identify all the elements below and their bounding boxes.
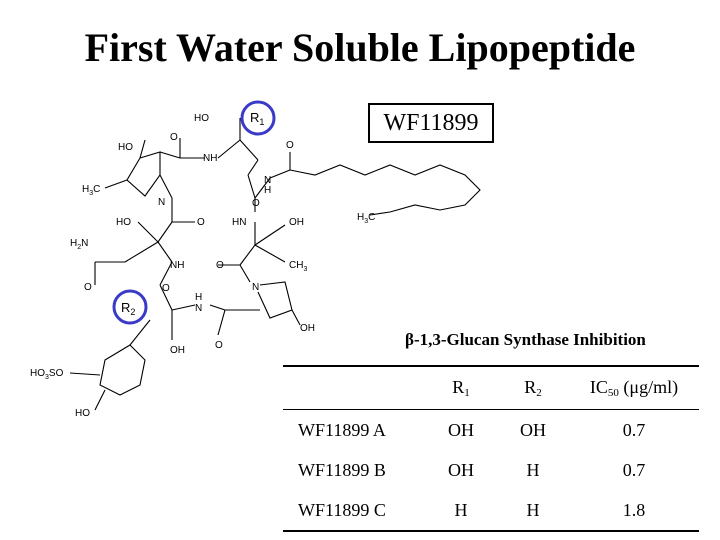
- atom-label: N: [158, 197, 165, 208]
- atom-label: HO: [194, 113, 209, 124]
- atom-label: H3C: [82, 184, 100, 197]
- atom-label: NH: [170, 260, 184, 271]
- atom-label: HO: [116, 217, 131, 228]
- ic50-value: 0.7: [622, 459, 646, 480]
- r2-value: H: [526, 459, 540, 480]
- atom-label: O: [197, 217, 205, 228]
- atom-label: N: [264, 175, 271, 186]
- atom-label: O: [286, 140, 294, 151]
- atom-label: HO: [75, 408, 90, 419]
- compound-name: WF11899 C: [298, 499, 386, 520]
- r1-value: H: [454, 499, 468, 520]
- table-row: WF11899 B OH H 0.7: [283, 450, 699, 490]
- r1-value: OH: [448, 459, 474, 480]
- r2-label: R2: [121, 300, 135, 317]
- table-row: WF11899 C H H 1.8: [283, 490, 699, 531]
- bond-lines: [69, 118, 481, 411]
- atom-label: O: [215, 340, 223, 351]
- inhibition-table: R1 R2 IC50 (μg/ml) WF11899 A OH OH 0.7 W…: [283, 365, 699, 532]
- atom-label: HN: [232, 217, 246, 228]
- r1-highlight: [240, 100, 276, 136]
- atom-label: O: [252, 198, 260, 209]
- header-r2: R2: [524, 377, 542, 399]
- header-r1: R1: [452, 377, 470, 399]
- atom-label: NH: [203, 153, 217, 164]
- atom-label: O: [162, 283, 170, 294]
- atom-label: H: [195, 292, 202, 303]
- compound-name: WF11899 B: [298, 459, 386, 480]
- atom-label: OH: [300, 323, 315, 334]
- table-header-row: R1 R2 IC50 (μg/ml): [283, 366, 699, 410]
- atom-label: HO: [118, 142, 133, 153]
- atom-label: CH3: [289, 260, 307, 273]
- atom-label: H2N: [70, 238, 88, 251]
- header-compound: [283, 366, 425, 410]
- compound-name: WF11899 A: [298, 419, 386, 440]
- atom-label: OH: [170, 345, 185, 356]
- r2-highlight: [112, 289, 148, 325]
- atom-label: OH: [289, 217, 304, 228]
- atom-label: N: [195, 303, 202, 314]
- atom-label: H: [264, 185, 271, 196]
- atom-label: N: [252, 282, 259, 293]
- atom-label: O: [216, 260, 224, 271]
- table-row: WF11899 A OH OH 0.7: [283, 410, 699, 451]
- atom-label: HO3SO: [30, 368, 64, 381]
- r2-value: H: [526, 499, 540, 520]
- compound-code-box: WF11899: [368, 103, 494, 143]
- atom-label: O: [170, 132, 178, 143]
- r1-label: R1: [250, 110, 264, 127]
- header-ic50: IC50 (μg/ml): [589, 377, 679, 399]
- ic50-value: 0.7: [622, 419, 646, 440]
- r1-value: OH: [448, 419, 474, 440]
- table-title: β-1,3-Glucan Synthase Inhibition: [405, 330, 646, 349]
- atom-label: O: [84, 282, 92, 293]
- ic50-value: 1.8: [622, 499, 646, 520]
- atom-label: H3C: [357, 212, 375, 225]
- slide-title: First Water Soluble Lipopeptide: [84, 25, 636, 70]
- r2-value: OH: [520, 419, 546, 440]
